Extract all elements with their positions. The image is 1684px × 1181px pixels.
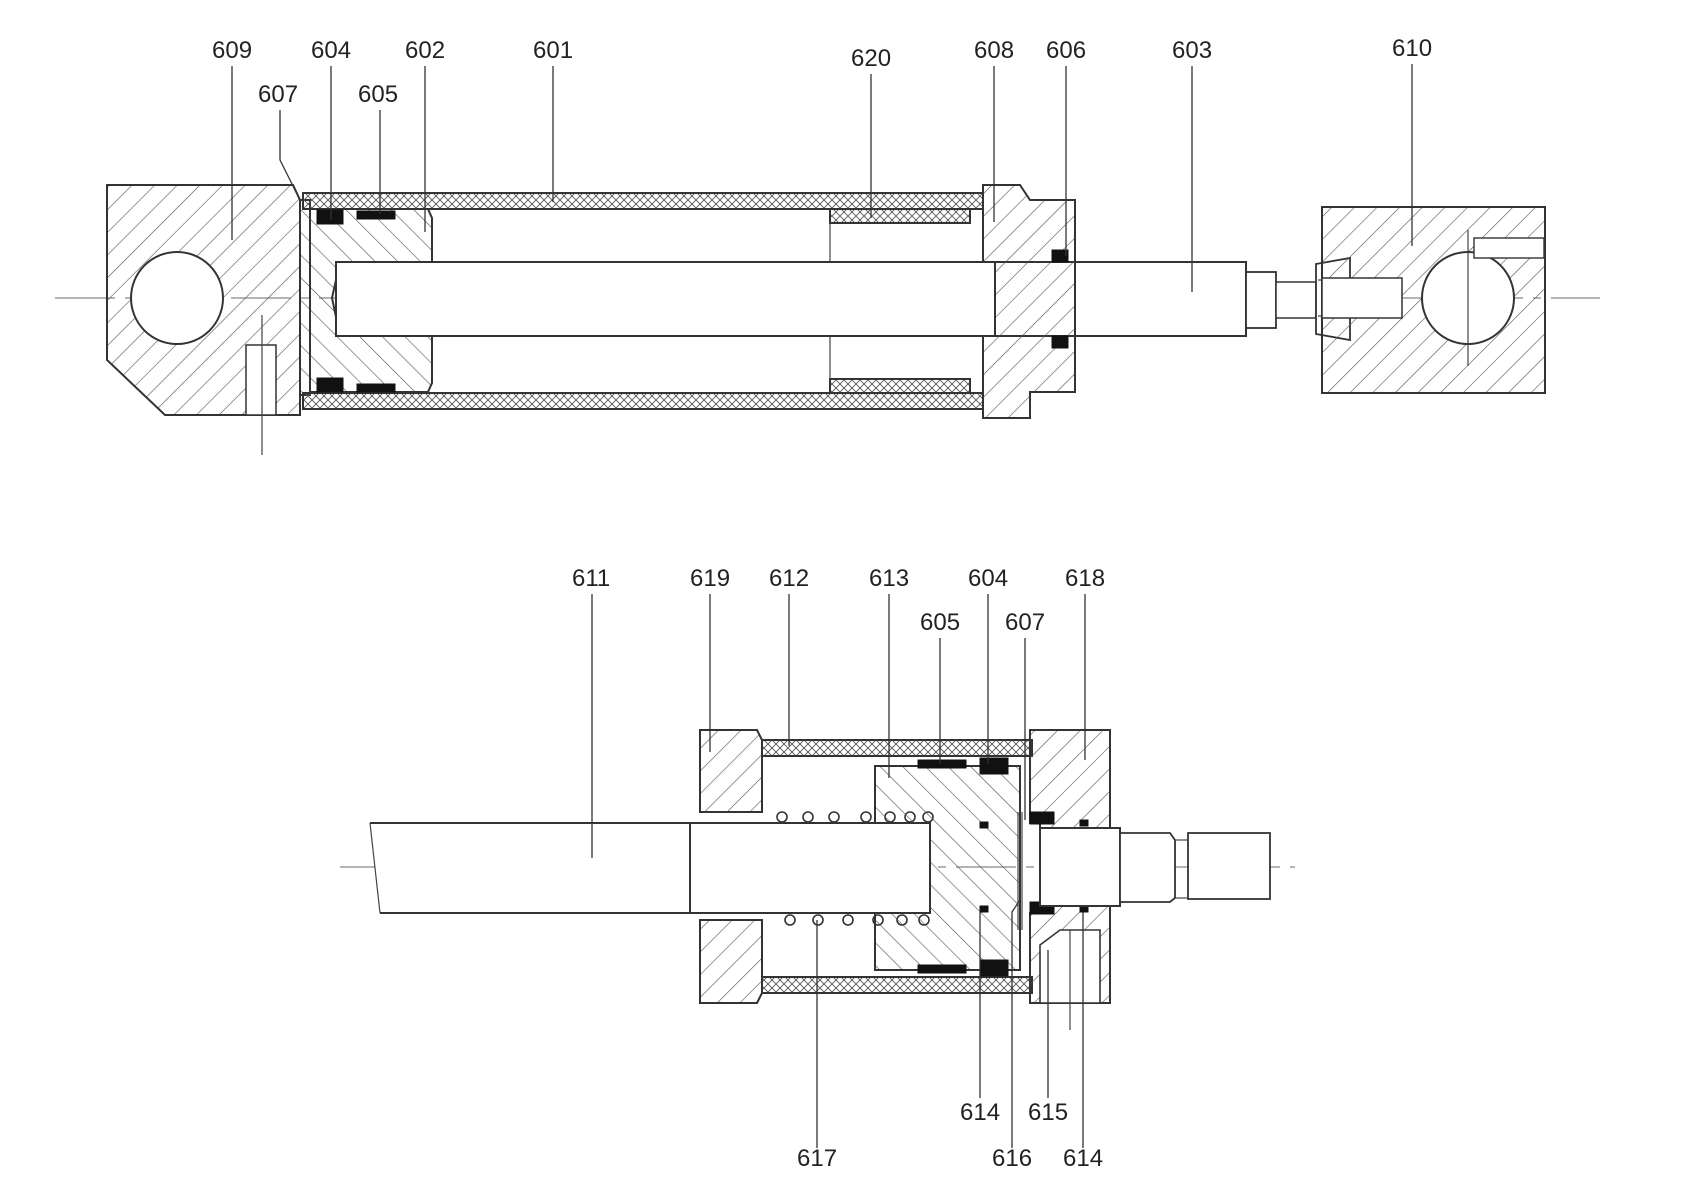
seal-616-top [1029,811,1055,825]
rod-exit [1039,827,1121,907]
lower-cylinder [340,729,1295,1030]
lower-leaders [591,594,1086,1148]
label-616: 616 [992,1145,1032,1172]
rod-seal-606-bottom [1051,335,1069,349]
label-602: 602 [405,37,445,64]
seal-604-bottom [979,959,1009,977]
label-615: 615 [1028,1099,1068,1126]
label-617: 617 [797,1145,837,1172]
upper-leaders [231,64,1413,292]
upper-cylinder [55,184,1600,455]
label-612: 612 [769,565,809,592]
inner-rod [689,822,931,914]
piston-613 [874,765,1021,971]
label-608: 608 [974,37,1014,64]
label-605-lower: 605 [920,609,960,636]
barrel-top-wall-612 [761,739,1033,757]
rear-clevis-bore [130,251,224,345]
label-618: 618 [1065,565,1105,592]
label-601: 601 [533,37,573,64]
piston-seal-605-bottom [356,383,396,393]
seal-614-inner-bottom [979,905,989,913]
seal-604-top [979,757,1009,775]
seal-614-outer-top [1079,819,1089,827]
barrel-bottom-wall-612 [761,976,1033,994]
label-613: 613 [869,565,909,592]
label-614-left: 614 [960,1099,1000,1126]
label-604-lower: 604 [968,565,1008,592]
label-607-lower: 607 [1005,609,1045,636]
label-610: 610 [1392,35,1432,62]
label-604-upper: 604 [311,37,351,64]
rod-end-tip [1187,832,1271,900]
label-614-right: 614 [1063,1145,1103,1172]
guide-sleeve-620-bottom [829,378,971,394]
piston-seal-604-top [316,209,344,225]
guide-sleeve-620-top [829,208,971,224]
label-619: 619 [690,565,730,592]
rod-611 [370,822,701,914]
rear-cap-619-bottom [699,919,763,1004]
rod-thread [1275,281,1317,319]
label-606: 606 [1046,37,1086,64]
rod-seal-606-top [1051,249,1069,263]
piston-rod-603 [335,261,1247,337]
piston-seal-605-top [356,210,396,220]
seal-605-top [917,759,967,769]
label-611: 611 [572,565,610,592]
front-head-608 [982,184,1076,419]
barrel-bottom-wall-601 [302,392,984,410]
label-609: 609 [212,37,252,64]
front-clevis-slot [1473,237,1545,259]
rod-end-nut [1245,271,1277,329]
label-605-upper: 605 [358,81,398,108]
barrel-top-wall-601 [302,192,984,210]
seal-614-inner-top [979,821,989,829]
label-607-upper: 607 [258,81,298,108]
lower-label-group: 611 619 612 613 604 618 605 607 614 615 … [572,565,1105,1172]
front-clevis-thread-bore [1321,277,1403,319]
label-620: 620 [851,45,891,72]
piston-seal-604-bottom [316,377,344,393]
rod-end-fitting [1119,832,1176,903]
rear-cap-619 [699,729,763,813]
end-cap-607 [299,199,311,396]
seal-605-bottom [917,964,967,974]
rear-port [245,344,277,416]
label-603: 603 [1172,37,1212,64]
upper-label-group: 609 604 602 601 620 608 606 603 610 607 … [212,35,1432,108]
